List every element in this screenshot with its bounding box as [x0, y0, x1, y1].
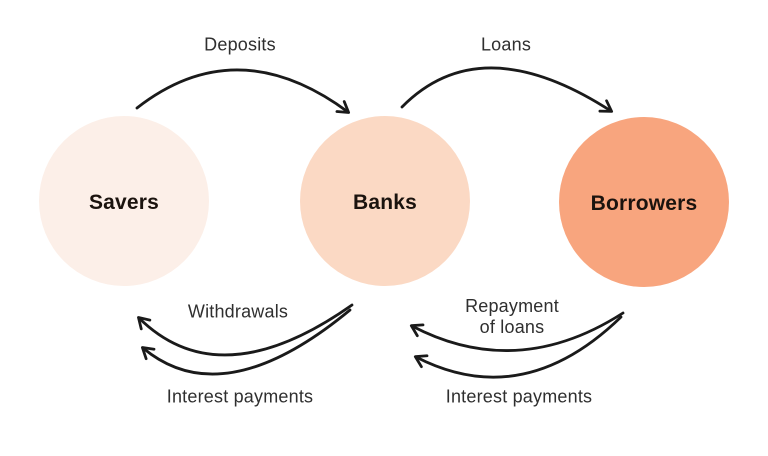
- banks-node-circle: [300, 116, 470, 286]
- repayment-of-loans-label: Repayment of loans: [465, 295, 559, 337]
- borrowers-label: Borrowers: [590, 192, 698, 215]
- withdrawals-arrow: [137, 303, 354, 357]
- withdrawals-arrow-label: Withdrawals: [187, 301, 289, 322]
- interest-payments-left-arrow: [141, 308, 352, 376]
- loans-arrow-label: Loans: [480, 34, 532, 55]
- deposits-arrow-label: Deposits: [204, 34, 276, 55]
- interest-payments-right-label: Interest payments: [445, 386, 593, 407]
- interest-payments-left-label: Interest payments: [166, 386, 314, 407]
- loans-arrow: [400, 66, 614, 113]
- repayment-of-loans-arrow: [409, 311, 625, 352]
- savers-node-circle: [39, 116, 209, 286]
- savers-label: Savers: [88, 191, 160, 214]
- borrowers-node-circle: [559, 117, 729, 287]
- banks-label: Banks: [352, 191, 418, 214]
- interest-payments-right-arrow: [413, 315, 623, 379]
- deposits-arrow: [135, 68, 351, 114]
